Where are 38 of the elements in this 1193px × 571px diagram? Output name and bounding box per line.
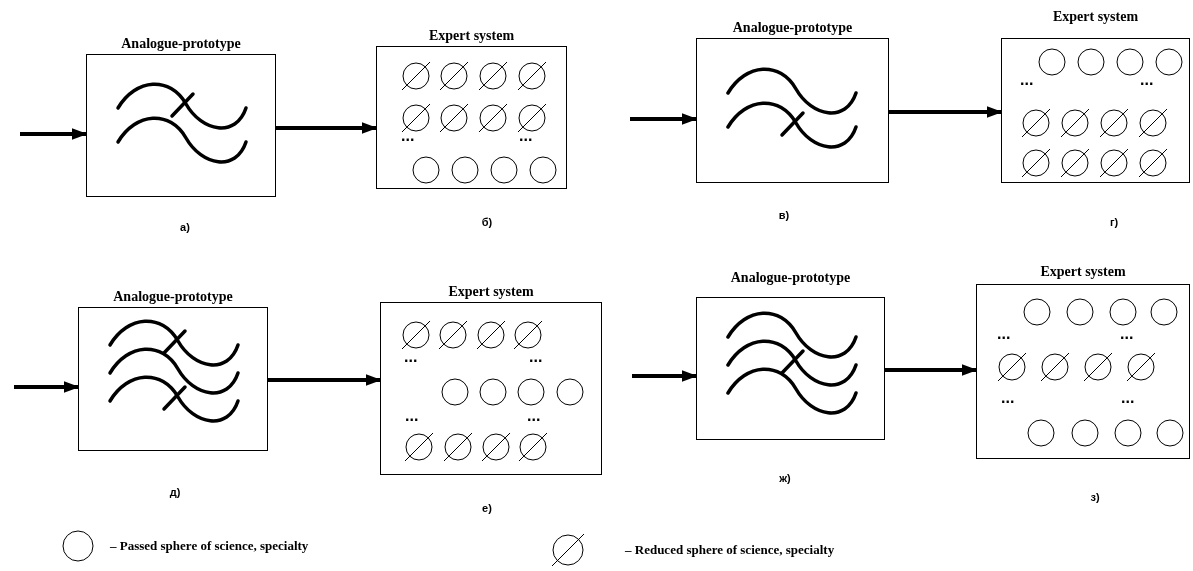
arrow (889, 106, 1003, 118)
ellipsis-mark: ... (401, 129, 415, 143)
panel-label: г) (1109, 216, 1119, 229)
box-title: Analogue-prototype (730, 270, 851, 286)
arrow (885, 364, 978, 376)
ellipsis-mark: ... (1140, 73, 1154, 87)
legend-text: – Reduced sphere of science, specialty (625, 542, 835, 558)
panel-label: з) (1090, 491, 1100, 504)
ellipsis-mark: ... (527, 409, 541, 423)
box-title: Expert system (428, 28, 515, 44)
panel-label: ж) (779, 472, 791, 485)
box-title: Expert system (1052, 9, 1139, 25)
arrow (276, 122, 378, 134)
arrow (268, 374, 382, 386)
arrow (14, 381, 80, 393)
box-title: Analogue-prototype (732, 20, 853, 36)
legend-text: – Passed sphere of science, specialty (110, 538, 309, 554)
box-title: Analogue-prototype (121, 36, 241, 52)
ellipsis-mark: ... (1120, 327, 1134, 341)
ellipsis-mark: ... (405, 409, 419, 423)
panel-label: д) (169, 486, 181, 499)
box-title: Analogue-prototype (113, 289, 233, 305)
ellipsis-mark: ... (1121, 391, 1135, 405)
ellipsis-mark: ... (1020, 73, 1034, 87)
ellipsis-mark: ... (997, 327, 1011, 341)
arrow (20, 128, 88, 140)
box-title: Expert system (1040, 264, 1126, 280)
panel-label: в) (778, 209, 790, 222)
panel-label: б) (481, 216, 493, 229)
arrow (632, 370, 698, 382)
box-title: Expert system (448, 284, 534, 300)
panel-label: а) (180, 221, 190, 234)
panel-label: е) (482, 502, 492, 515)
ellipsis-mark: ... (529, 350, 543, 364)
ellipsis-mark: ... (1001, 391, 1015, 405)
ellipsis-mark: ... (519, 129, 533, 143)
ellipsis-mark: ... (404, 350, 418, 364)
arrow (630, 113, 698, 125)
